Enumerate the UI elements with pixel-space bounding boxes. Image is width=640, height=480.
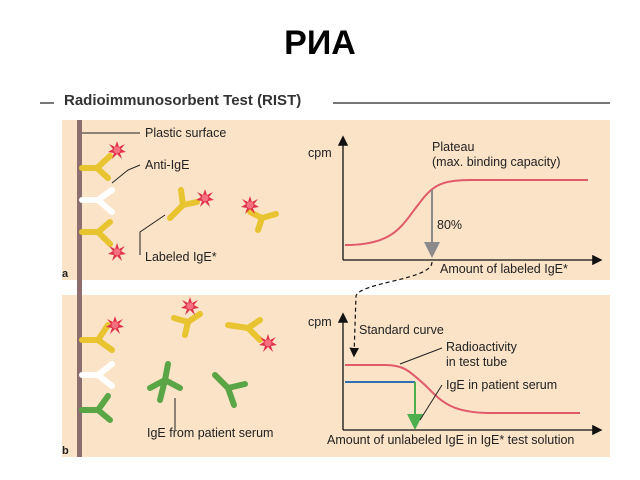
anti-ige-antibody-1: [79, 141, 126, 181]
chart-b-axes: [337, 312, 603, 436]
labeled-ige-2: [241, 196, 279, 233]
anti-ige-antibody-3: [79, 316, 124, 353]
label-standard-curve: Standard curve: [359, 323, 444, 337]
label-anti-ige: Anti-IgE: [145, 158, 190, 172]
label-plastic-surface: Plastic surface: [145, 126, 227, 140]
chart-a-curve: [344, 179, 588, 246]
label-patient-ige: IgE from patient serum: [147, 426, 274, 440]
patient-ige-bound: [79, 393, 113, 423]
leader-anti-ige: [111, 164, 141, 184]
label-labeled-ige: Labeled IgE*: [145, 250, 217, 264]
chart-b-curve: [345, 364, 580, 414]
label-80-percent: 80%: [437, 218, 463, 232]
panel-b-label: b: [62, 445, 69, 457]
chart-b-xlabel: Amount of unlabeled IgE in IgE* test sol…: [327, 433, 575, 447]
label-plateau-detail: (max. binding capacity): [432, 155, 561, 169]
chart-a-ylabel: cpm: [308, 146, 332, 160]
title-rule-left: [40, 102, 54, 104]
label-in-test-tube: in test tube: [446, 355, 508, 369]
labeled-ige-4: [225, 317, 277, 352]
chart-a-xlabel: Amount of labeled IgE*: [440, 262, 568, 276]
leader-labeled-ige: [139, 214, 166, 255]
leader-ige-serum: [419, 384, 443, 421]
figure-title: Radioimmunosorbent Test (RIST): [64, 92, 302, 109]
title-rule-right: [333, 102, 610, 104]
panel-a-label: a: [62, 268, 69, 280]
label-radioactivity: Radioactivity: [446, 340, 517, 354]
patient-ige-2: [212, 372, 248, 408]
leader-radioactivity: [399, 347, 443, 365]
labeled-ige-1: [167, 187, 214, 221]
panel-connector-dashed: [349, 261, 433, 358]
chart-b-ylabel: cpm: [308, 315, 332, 329]
label-plateau: Plateau: [432, 140, 475, 154]
panel-a-background: [62, 120, 610, 280]
chart-a-axes: [337, 135, 603, 266]
label-ige-patient-serum: IgE in patient serum: [446, 378, 558, 392]
anti-ige-antibody-2: [79, 219, 126, 261]
plastic-surface-wall: [77, 120, 82, 457]
white-antibody-b: [79, 361, 115, 389]
slide-title: РИА: [284, 24, 356, 62]
patient-ige-1: [147, 361, 183, 403]
white-antibody-a: [79, 187, 115, 215]
labeled-ige-3: [171, 297, 203, 338]
